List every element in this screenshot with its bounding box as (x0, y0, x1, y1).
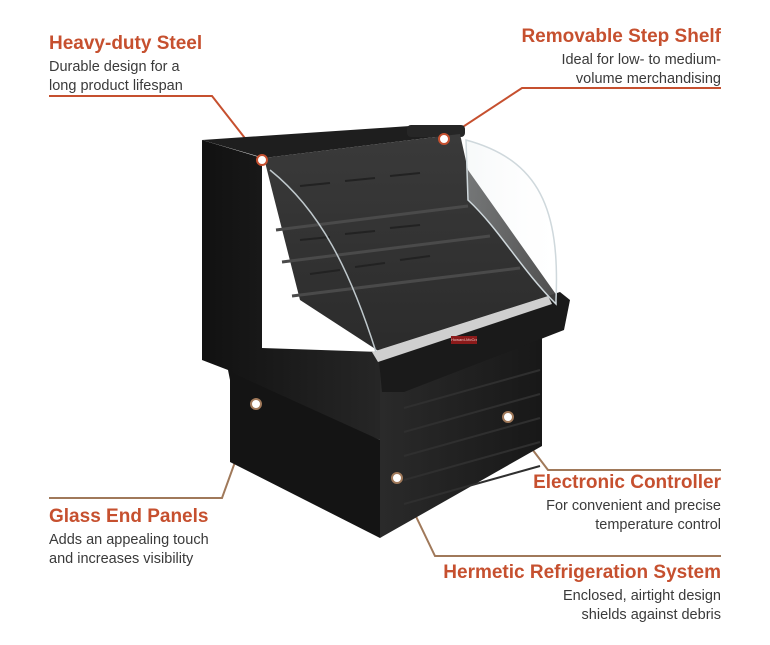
desc-line: volume merchandising (575, 71, 721, 87)
desc-line: shields against debris (581, 607, 721, 623)
side-panel-upper (202, 140, 380, 440)
dot-shelf (438, 133, 450, 145)
top-frame (202, 126, 460, 158)
callout-hermetic-refrigeration-system: Hermetic Refrigeration System Enclosed, … (391, 562, 721, 625)
shelves (275, 204, 521, 298)
callout-description: Enclosed, airtight design shields agains… (391, 587, 721, 625)
callout-glass-end-panels: Glass End Panels Adds an appealing touch… (49, 506, 279, 569)
cabinet (202, 125, 570, 538)
callout-removable-step-shelf: Removable Step Shelf Ideal for low- to m… (461, 26, 721, 89)
desc-line: Ideal for low- to medium- (561, 52, 721, 68)
desc-line: Enclosed, airtight design (563, 588, 721, 604)
dot-steel (256, 154, 268, 166)
callout-title: Removable Step Shelf (521, 26, 721, 47)
desc-line: For convenient and precise (546, 498, 721, 514)
brand-badge (451, 336, 477, 344)
slot-rows (299, 172, 431, 275)
glass-end-panel (465, 139, 558, 306)
dot-refrigeration (391, 472, 403, 484)
callout-heavy-duty-steel: Heavy-duty Steel Durable design for a lo… (49, 33, 279, 96)
side-panel-base (230, 372, 380, 538)
desc-line: temperature control (595, 517, 721, 533)
desc-line: long product lifespan (49, 78, 183, 94)
callout-electronic-controller: Electronic Controller For convenient and… (461, 472, 721, 535)
callout-description: Adds an appealing touch and increases vi… (49, 531, 279, 569)
callout-title: Heavy-duty Steel (49, 33, 203, 54)
desc-line: Durable design for a (49, 59, 180, 75)
callout-title: Hermetic Refrigeration System (443, 562, 721, 583)
callout-description: For convenient and precise temperature c… (461, 497, 721, 535)
desc-line: and increases visibility (49, 551, 194, 567)
callout-description: Durable design for a long product lifesp… (49, 58, 279, 96)
glass-front-edge (269, 169, 377, 353)
callout-title: Electronic Controller (533, 472, 721, 493)
leader-glass (49, 403, 257, 499)
desc-line: Adds an appealing touch (49, 532, 209, 548)
callout-title: Glass End Panels (49, 506, 209, 527)
louvers (403, 369, 541, 505)
interior (264, 134, 560, 372)
leader-shelf (445, 87, 721, 139)
callout-dots (250, 133, 514, 484)
dot-glass (250, 398, 262, 410)
brand-badge-text: Howard-McCray (451, 337, 477, 342)
price-rail (372, 296, 552, 362)
dot-controller (502, 411, 514, 423)
callout-description: Ideal for low- to medium- volume merchan… (461, 51, 721, 89)
